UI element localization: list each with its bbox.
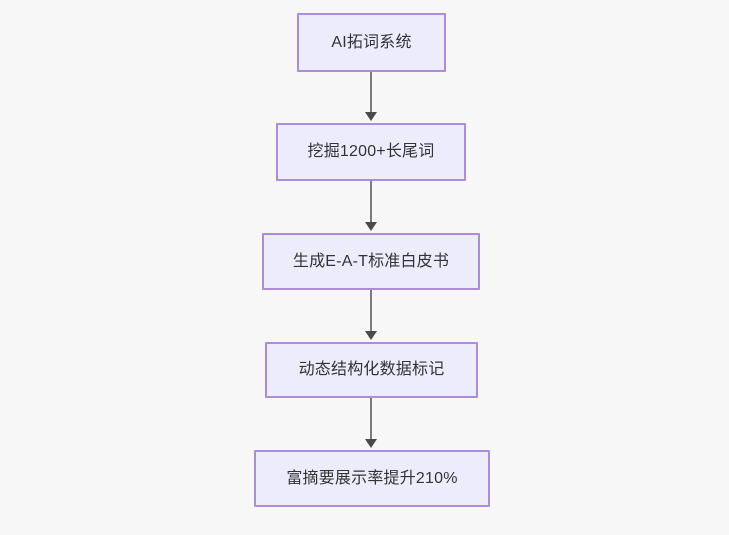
flowchart-node-label: 动态结构化数据标记 (298, 361, 445, 379)
flowchart-node-label: 富摘要展示率提升210% (286, 469, 458, 487)
flowchart-node-label: AI拓词系统 (331, 33, 412, 51)
flowchart-node-label: 生成E-A-T标准白皮书 (292, 252, 450, 270)
flowchart-node-n1[interactable]: AI拓词系统 (297, 13, 446, 72)
flowchart-node-n3[interactable]: 生成E-A-T标准白皮书 (262, 233, 480, 290)
flowchart-node-n2[interactable]: 挖掘1200+长尾词 (276, 123, 466, 181)
flowchart-arrowhead-n3-n4 (365, 331, 377, 340)
flowchart-edge-n3-n4 (370, 290, 372, 333)
flowchart-arrowhead-n1-n2 (365, 112, 377, 121)
flowchart-node-n4[interactable]: 动态结构化数据标记 (265, 342, 478, 398)
flowchart-node-label: 挖掘1200+长尾词 (307, 143, 435, 161)
flowchart-arrowhead-n4-n5 (365, 439, 377, 448)
flowchart-edge-n4-n5 (370, 398, 372, 441)
flowchart-node-n5[interactable]: 富摘要展示率提升210% (254, 450, 490, 507)
flowchart-edge-n2-n3 (370, 181, 372, 224)
flowchart-arrowhead-n2-n3 (365, 222, 377, 231)
flowchart-edge-n1-n2 (370, 72, 372, 114)
